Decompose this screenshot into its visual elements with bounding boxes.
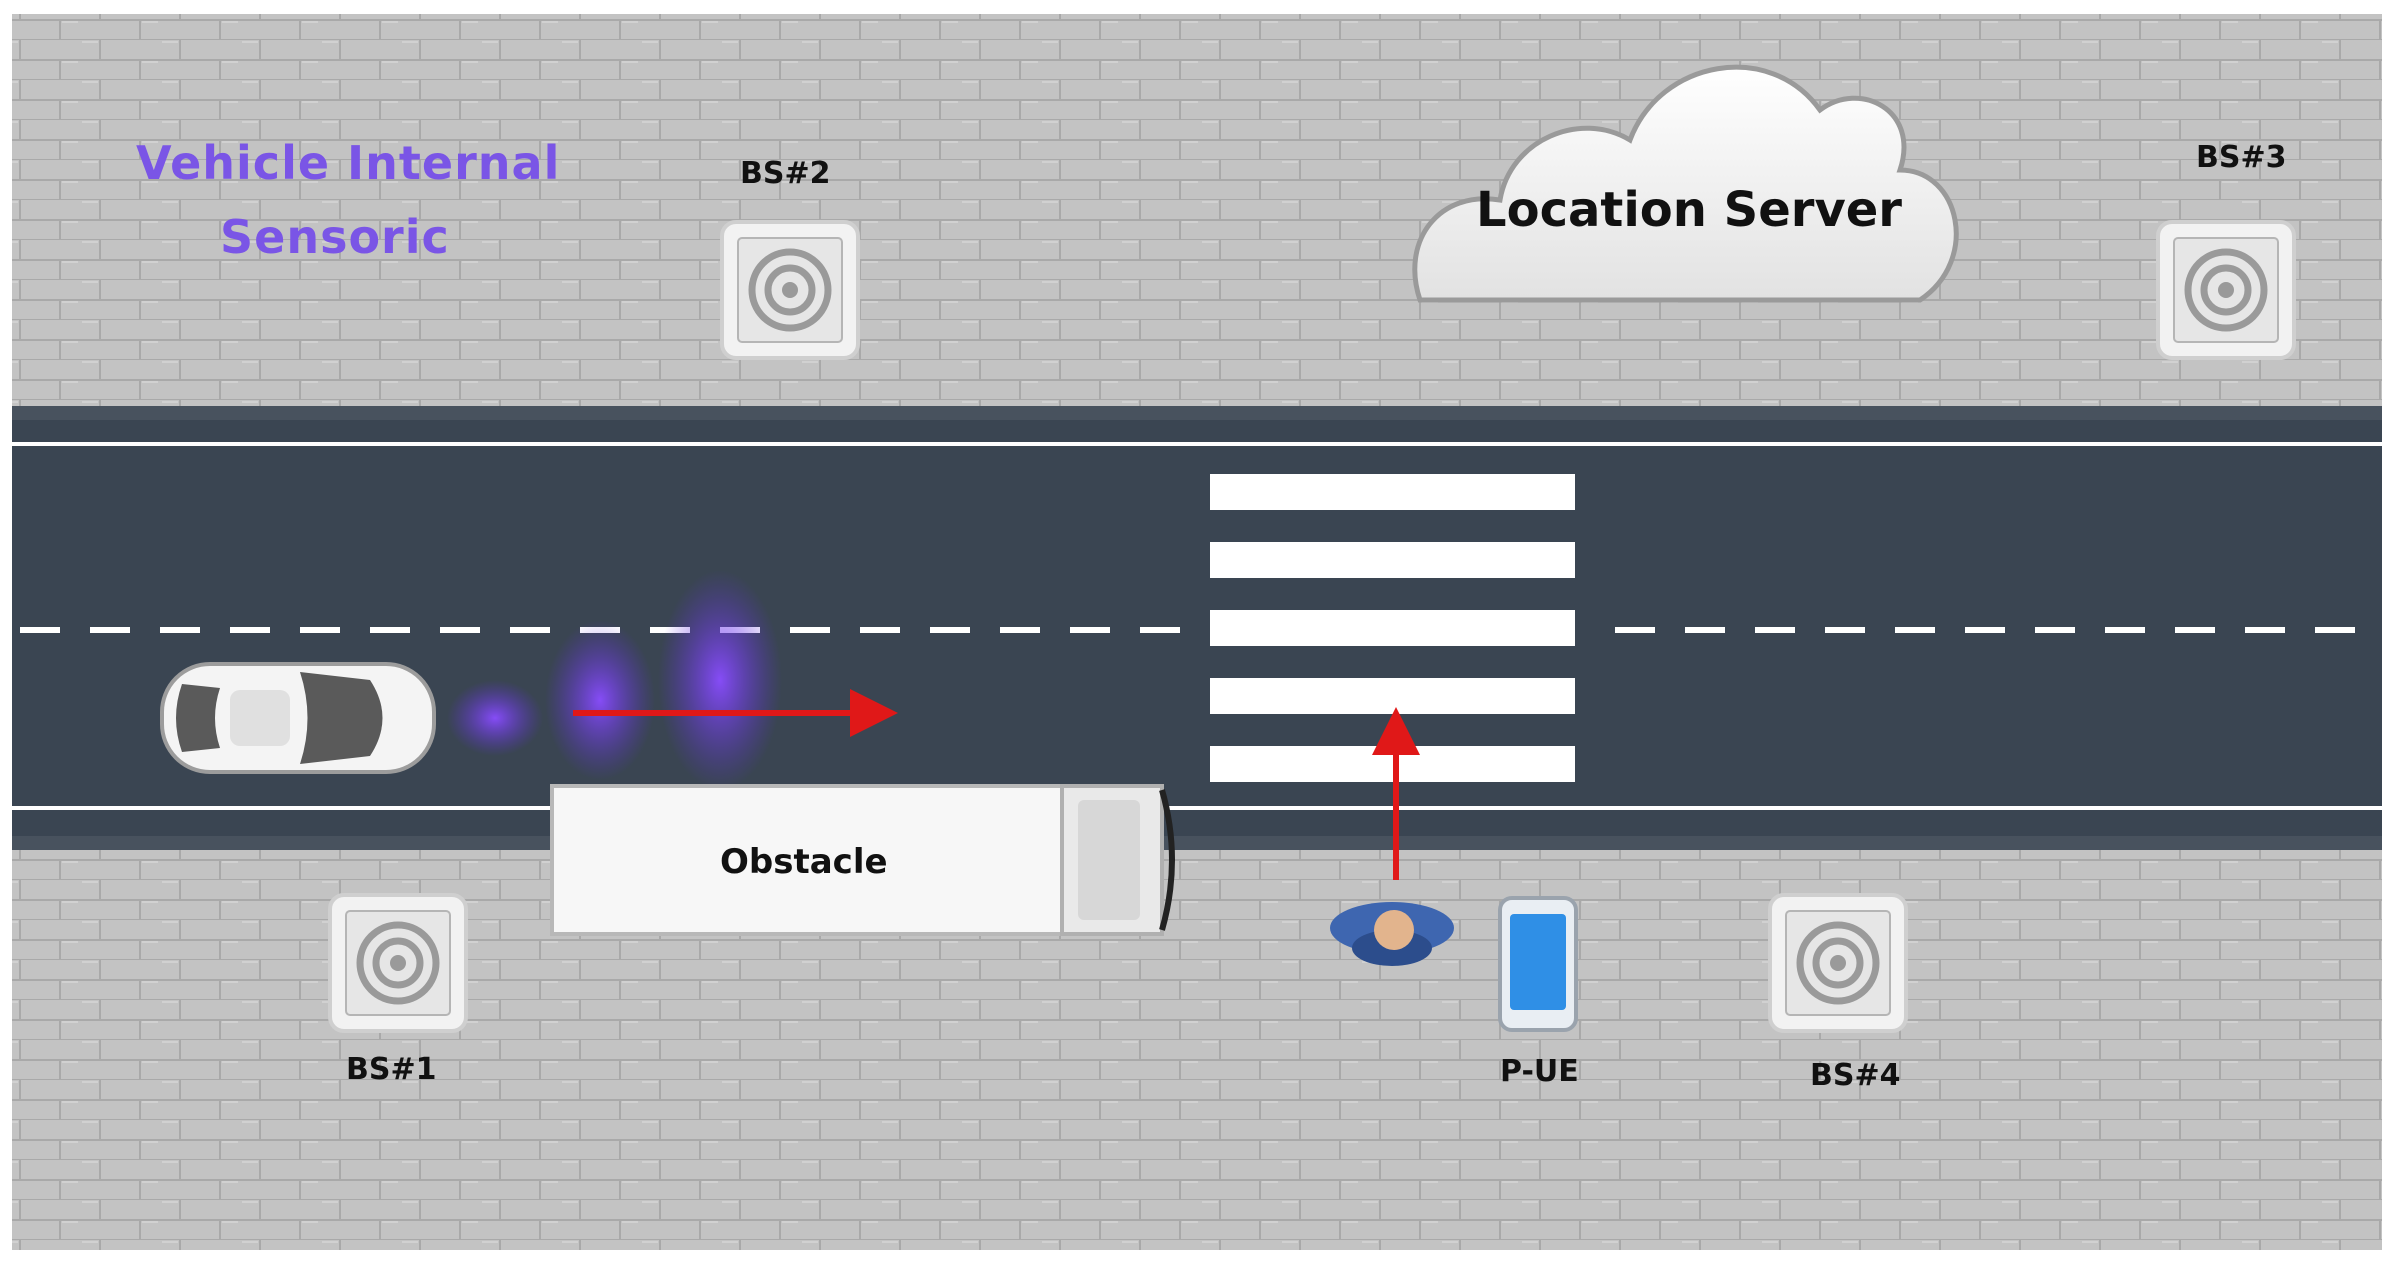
- base-station-bs4: [1768, 893, 1908, 1033]
- bs3-label: BS#3: [2196, 140, 2287, 175]
- bs4-label: BS#4: [1810, 1058, 1901, 1093]
- pedestrian-icon: [1330, 902, 1454, 966]
- vehicle-sensoric-label-line1: Vehicle Internal: [136, 136, 561, 190]
- obstacle-label: Obstacle: [720, 842, 888, 882]
- car-icon: [160, 662, 436, 774]
- cloud-icon: [1412, 64, 1959, 303]
- base-station-bs2: [720, 220, 860, 360]
- base-station-bs1: [328, 893, 468, 1033]
- smartphone-icon: [1498, 896, 1578, 1032]
- pue-label: P-UE: [1500, 1054, 1579, 1089]
- bs2-label: BS#2: [740, 156, 831, 191]
- bs1-label: BS#1: [346, 1052, 437, 1087]
- road: [12, 406, 2382, 850]
- vehicle-sensoric-label-line2: Sensoric: [220, 210, 450, 264]
- pavement-top: [12, 14, 2382, 406]
- location-server-label: Location Server: [1476, 182, 1902, 238]
- base-station-bs3: [2156, 220, 2296, 360]
- sensor-waves: [447, 570, 782, 790]
- truck-icon: [550, 784, 1175, 936]
